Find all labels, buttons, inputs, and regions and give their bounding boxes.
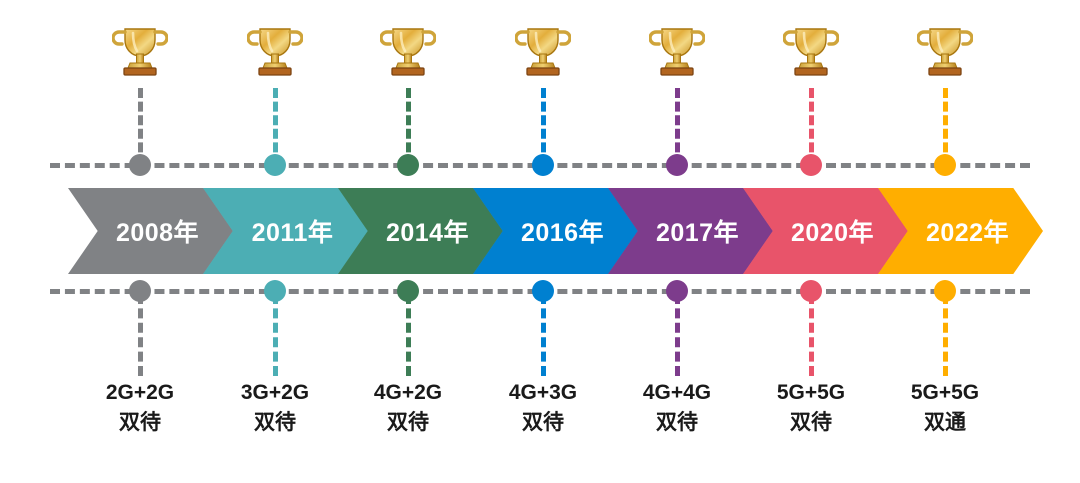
lower-connector-line: [406, 294, 411, 376]
caption-line-1: 5G+5G: [910, 381, 980, 404]
upper-connector-line: [541, 88, 546, 166]
chevron-row: 2008年 2011年 2014年 2016年 2017年 2020年 2022年: [0, 188, 1080, 274]
stage-caption: 5G+5G 双通: [865, 378, 1025, 438]
stage-caption: 2G+2G 双待: [60, 378, 220, 438]
stage-caption: 4G+2G 双待: [328, 378, 488, 438]
caption-line-1: 3G+2G: [240, 381, 310, 404]
chevron-year-label: 2011年: [251, 219, 334, 247]
top-node-dot[interactable]: [800, 154, 822, 176]
bottom-node-dot[interactable]: [666, 280, 688, 302]
stage-caption: 4G+4G 双待: [597, 378, 757, 438]
chevron-stage[interactable]: 2017年: [608, 188, 773, 274]
upper-connector-line: [675, 88, 680, 166]
upper-connector-line: [406, 88, 411, 166]
upper-connector-line: [943, 88, 948, 166]
caption-line-1: 5G+5G: [776, 381, 846, 404]
caption-line-1: 4G+2G: [373, 381, 443, 404]
chevron-year-label: 2022年: [925, 219, 1010, 247]
top-node-dot[interactable]: [129, 154, 151, 176]
bottom-node-dot[interactable]: [532, 280, 554, 302]
chevron-stage[interactable]: 2022年: [878, 188, 1043, 274]
caption-line-2: 双通: [924, 411, 966, 434]
trophy-icon: [507, 22, 579, 80]
trophy-icon: [641, 22, 713, 80]
lower-connector-line: [809, 294, 814, 376]
chevron-year-label: 2014年: [385, 219, 470, 247]
trophy-icon: [104, 22, 176, 80]
caption-line-2: 双待: [522, 411, 564, 434]
lower-connector-line: [138, 294, 143, 376]
chevron-year-label: 2017年: [655, 219, 740, 247]
upper-connector-line: [138, 88, 143, 166]
caption-line-2: 双待: [119, 411, 161, 434]
caption-line-2: 双待: [387, 411, 429, 434]
top-node-dot[interactable]: [532, 154, 554, 176]
caption-line-2: 双待: [790, 411, 832, 434]
caption-line-1: 2G+2G: [105, 381, 175, 404]
bottom-node-dot[interactable]: [934, 280, 956, 302]
top-node-dot[interactable]: [666, 154, 688, 176]
stage-caption: 5G+5G 双待: [731, 378, 891, 438]
caption-line-1: 4G+4G: [642, 381, 712, 404]
bottom-node-dot[interactable]: [264, 280, 286, 302]
top-node-dot[interactable]: [264, 154, 286, 176]
upper-connector-line: [809, 88, 814, 166]
top-node-dot[interactable]: [397, 154, 419, 176]
trophy-icon: [909, 22, 981, 80]
bottom-node-dot[interactable]: [129, 280, 151, 302]
trophy-icon: [775, 22, 847, 80]
trophy-icon: [239, 22, 311, 80]
upper-connector-line: [273, 88, 278, 166]
lower-connector-line: [675, 294, 680, 376]
chevron-stage[interactable]: 2014年: [338, 188, 503, 274]
chevron-year-label: 2016年: [520, 219, 605, 247]
lower-connector-line: [273, 294, 278, 376]
chevron-stage[interactable]: 2008年: [68, 188, 233, 274]
bottom-node-dot[interactable]: [800, 280, 822, 302]
chevron-year-label: 2008年: [115, 219, 200, 247]
chevron-stage[interactable]: 2020年: [743, 188, 908, 274]
chevron-stage[interactable]: 2011年: [203, 188, 368, 274]
caption-line-1: 4G+3G: [508, 381, 578, 404]
lower-connector-line: [541, 294, 546, 376]
stage-caption: 4G+3G 双待: [463, 378, 623, 438]
chevron-stage[interactable]: 2016年: [473, 188, 638, 274]
trophy-icon: [372, 22, 444, 80]
lower-connector-line: [943, 294, 948, 376]
top-node-dot[interactable]: [934, 154, 956, 176]
caption-line-2: 双待: [656, 411, 698, 434]
chevron-year-label: 2020年: [790, 219, 875, 247]
stage-caption: 3G+2G 双待: [195, 378, 355, 438]
caption-line-2: 双待: [254, 411, 296, 434]
bottom-node-dot[interactable]: [397, 280, 419, 302]
